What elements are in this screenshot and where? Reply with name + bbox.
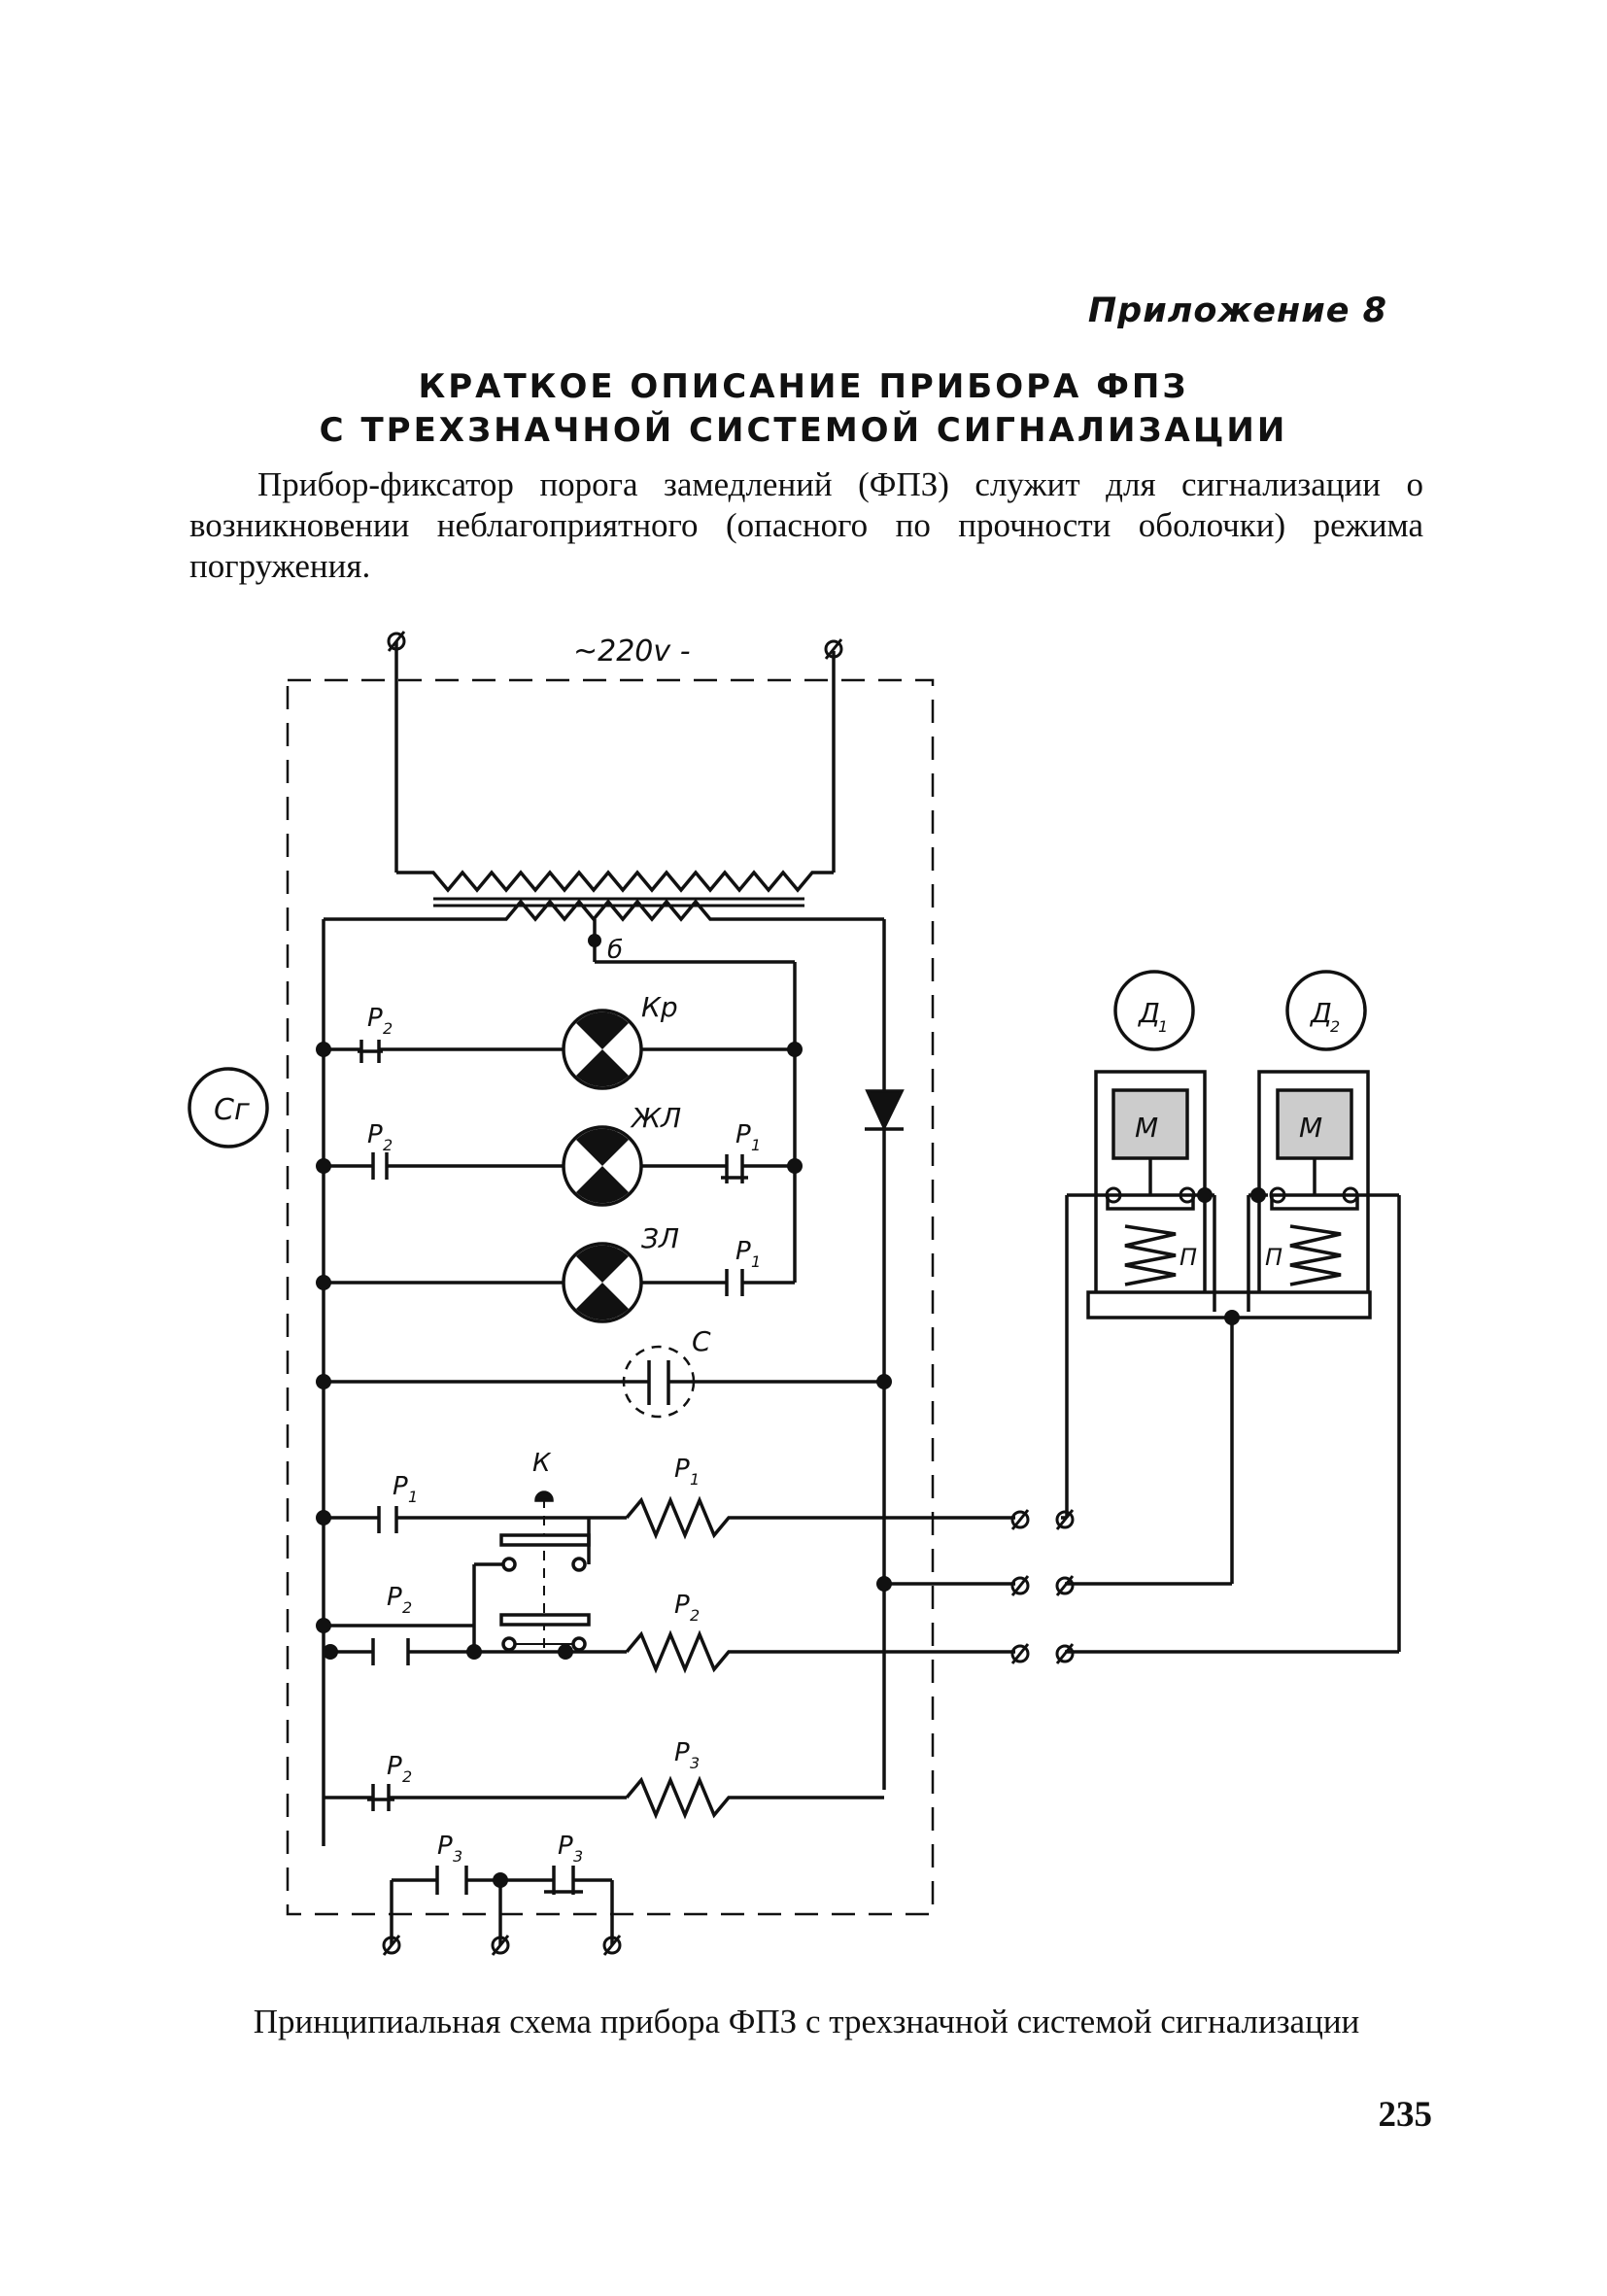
svg-text:1: 1: [408, 1488, 418, 1506]
secondary-winding: [324, 899, 884, 922]
svg-text:2: 2: [383, 1019, 393, 1038]
k-label: К: [532, 1449, 552, 1478]
kr-label: Кр: [641, 991, 678, 1023]
d2-label: Д 2: [1309, 997, 1340, 1036]
svg-text:P: P: [387, 1752, 402, 1781]
zhl-label: ЖЛ: [630, 1102, 681, 1134]
svg-text:P: P: [367, 1120, 383, 1149]
svg-text:P: P: [735, 1120, 751, 1149]
svg-text:2: 2: [383, 1136, 393, 1154]
lamp-zl: [562, 1242, 643, 1323]
m-label-d1: М: [1135, 1112, 1158, 1144]
spring-d2: [1289, 1224, 1342, 1286]
svg-text:P: P: [674, 1591, 690, 1620]
sensor-d1-circle: [1113, 970, 1195, 1051]
svg-text:1: 1: [751, 1136, 761, 1154]
sensor-d2-circle: [1285, 970, 1367, 1051]
svg-text:1: 1: [751, 1252, 761, 1271]
device-enclosure: [286, 678, 935, 1916]
svg-text:P: P: [393, 1472, 408, 1501]
p1-label-zl: P 1: [735, 1237, 761, 1271]
tap-label: б: [607, 936, 623, 965]
spring-label-d1: П: [1180, 1244, 1197, 1271]
c-label: С: [692, 1325, 711, 1357]
p1-label-contact: P 1: [393, 1472, 418, 1506]
svg-text:P: P: [735, 1237, 751, 1266]
p2-label-contact: P 2: [387, 1583, 412, 1617]
svg-text:1: 1: [1158, 1017, 1168, 1036]
diode: [865, 1089, 905, 1132]
spring-label-d2: П: [1265, 1244, 1282, 1271]
zl-label: ЗЛ: [641, 1222, 679, 1254]
p2-label-kr: P 2: [367, 1004, 393, 1038]
lamp-kr: [562, 1009, 643, 1090]
svg-text:2: 2: [402, 1598, 412, 1617]
p3-label-bottom-right: P 3: [558, 1832, 583, 1866]
svg-text:P: P: [437, 1832, 453, 1861]
svg-text:P: P: [558, 1832, 573, 1861]
svg-text:P: P: [674, 1455, 690, 1484]
svg-text:2: 2: [1330, 1017, 1340, 1036]
spring-d1: [1124, 1224, 1177, 1286]
svg-text:P: P: [387, 1583, 402, 1612]
figure-caption: Принципиальная схема прибора ФПЗ с трехз…: [253, 2003, 1360, 2040]
appendix-label: Приложение 8: [1087, 291, 1387, 330]
svg-text:3: 3: [690, 1754, 700, 1772]
page-number: 235: [1378, 2095, 1433, 2135]
svg-text:3: 3: [573, 1847, 583, 1866]
capacitor-housing: [622, 1345, 696, 1419]
svg-text:Д: Д: [1137, 997, 1160, 1029]
svg-text:2: 2: [690, 1606, 700, 1625]
resistor-p1: [625, 1495, 1015, 1540]
intro-paragraph: Прибор-фиксатор порога замедлений (ФПЗ) …: [189, 465, 1423, 585]
d1-label: Д 1: [1137, 997, 1168, 1036]
primary-winding: [396, 870, 834, 893]
svg-text:2: 2: [402, 1767, 412, 1786]
svg-text:1: 1: [690, 1470, 700, 1489]
p3-label-bottom-left: P 3: [437, 1832, 462, 1866]
svg-text:P: P: [367, 1004, 383, 1033]
title-line-2: С ТРЕХЗНАЧНОЙ СИСТЕМОЙ СИГНАЛИЗАЦИИ: [319, 411, 1288, 450]
p1-label-resistor: P 1: [674, 1455, 700, 1489]
svg-text:P: P: [674, 1738, 690, 1767]
svg-text:3: 3: [453, 1847, 462, 1866]
voltage-label: ~220v -: [573, 634, 691, 668]
p2-label-resistor: P 2: [674, 1591, 700, 1625]
sg-label: Сг: [214, 1093, 250, 1127]
resistor-p2: [625, 1629, 1015, 1674]
m-label-d2: М: [1299, 1112, 1322, 1144]
p2-label-p3row: P 2: [387, 1752, 412, 1786]
p3-label-resistor: P 3: [674, 1738, 700, 1772]
svg-text:Д: Д: [1309, 997, 1332, 1029]
lamp-zhl: [562, 1125, 643, 1207]
p2-label-zhl: P 2: [367, 1120, 393, 1154]
signal-indicator-sg: [188, 1067, 269, 1148]
p1-label-zhl: P 1: [735, 1120, 761, 1154]
title-line-1: КРАТКОЕ ОПИСАНИЕ ПРИБОРА ФПЗ: [418, 367, 1189, 406]
